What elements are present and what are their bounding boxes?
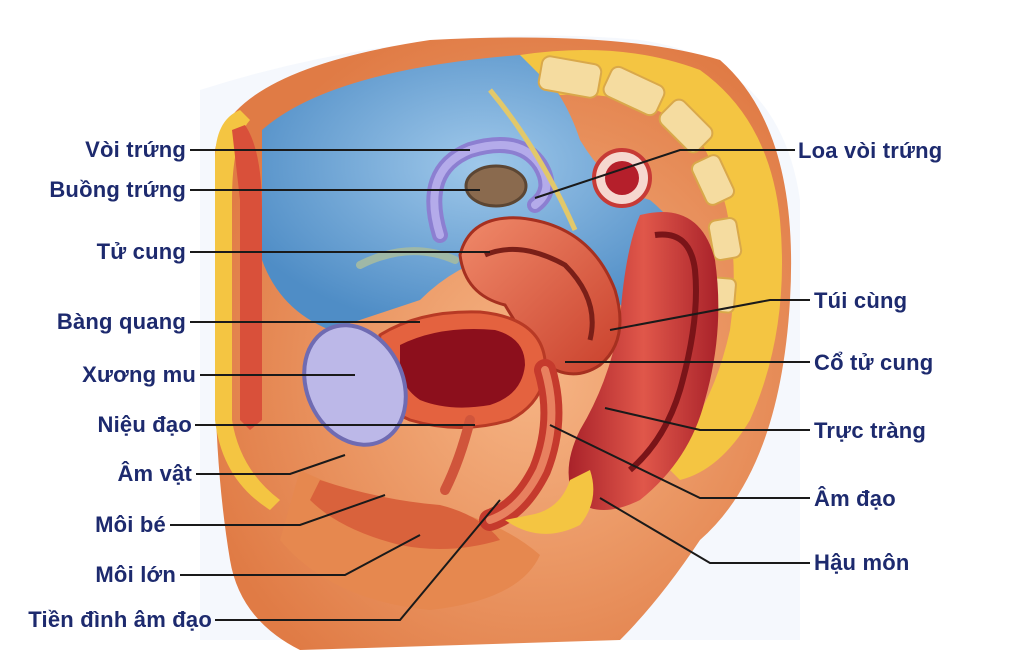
label-buong-trung: Buồng trứng — [49, 177, 186, 202]
label-loa-voi-trung: Loa vòi trứng — [798, 138, 943, 163]
label-truc-trang: Trực tràng — [814, 418, 927, 443]
vaginal-canal — [440, 359, 563, 531]
label-bang-quang: Bàng quang — [56, 309, 186, 334]
leader-lines — [170, 149, 810, 621]
label-tu-cung: Tử cung — [96, 239, 186, 264]
label-am-vat: Âm vật — [117, 461, 192, 486]
label-voi-trung: Vòi trứng — [85, 137, 186, 162]
leader-moi-lon — [180, 534, 421, 576]
sacrum — [520, 50, 782, 480]
leader-moi-be — [170, 494, 386, 526]
label-co-tu-cung: Cổ tử cung — [814, 350, 934, 375]
leader-tien-dinh — [215, 499, 501, 621]
bladder — [373, 310, 547, 429]
label-xuong-mu: Xương mu — [82, 362, 196, 387]
ovary — [464, 164, 528, 208]
label-am-dao: Âm đạo — [814, 486, 896, 511]
leader-am-dao — [549, 424, 810, 499]
label-moi-be: Môi bé — [95, 512, 166, 537]
label-moi-lon: Môi lớn — [95, 562, 176, 587]
leader-truc-trang — [604, 407, 810, 431]
uterus — [458, 216, 622, 376]
leader-am-vat — [196, 454, 346, 475]
label-tui-cung: Túi cùng — [814, 288, 908, 313]
leader-tui-cung — [609, 299, 810, 331]
label-tien-dinh-am-dao: Tiền đình âm đạo — [28, 607, 212, 632]
pubic-bone — [302, 323, 408, 447]
label-hau-mon: Hậu môn — [814, 550, 910, 575]
leader-loa-voi-trung — [534, 149, 795, 199]
leader-hau-mon — [599, 497, 810, 564]
label-nieu-dao: Niệu đạo — [97, 412, 192, 437]
fimbria-ring — [592, 148, 652, 208]
